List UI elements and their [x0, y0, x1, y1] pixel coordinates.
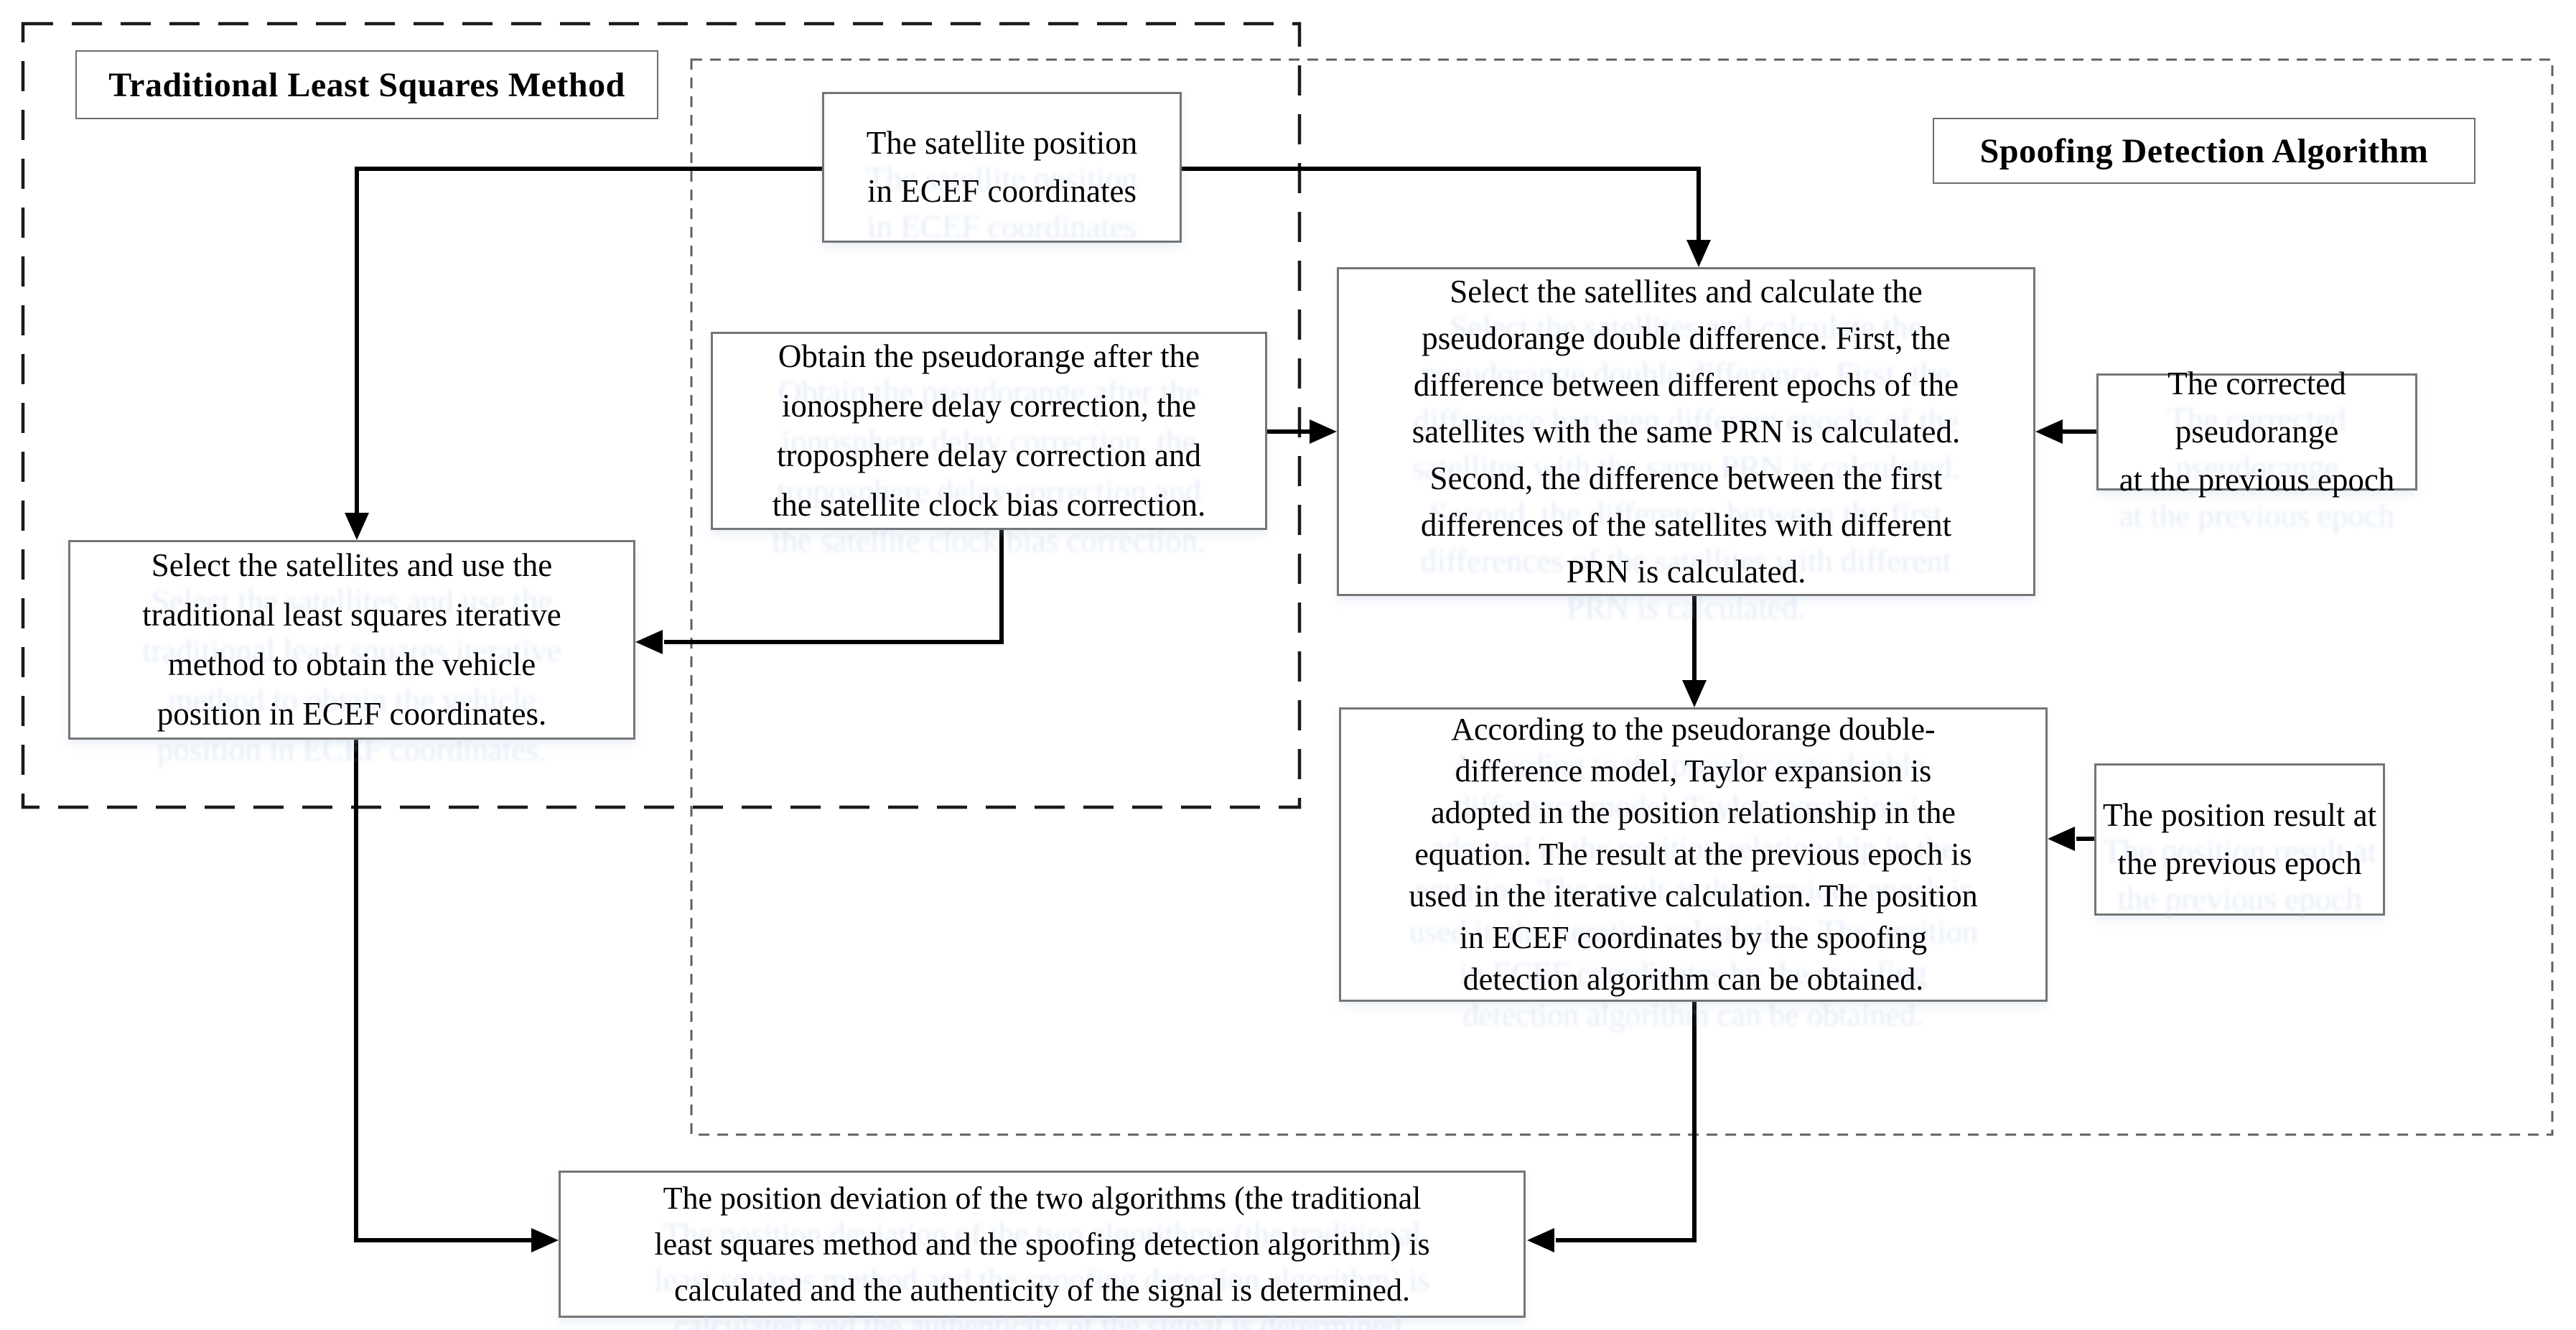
arrowhead-into-spoofposition-right	[2048, 827, 2075, 851]
spoof-group-label: Spoofing Detection Algorithm	[1933, 118, 2475, 184]
arrowhead-into-doubledifference-right	[2035, 419, 2063, 444]
arrowhead-into-deviation-right	[1527, 1228, 1554, 1252]
node-double-difference: Select the satellites and calculate the …	[1337, 267, 2035, 596]
tls-group-label: Traditional Least Squares Method	[75, 50, 658, 119]
connector-spoofposition-to-deviation	[1556, 1002, 1697, 1242]
node-satellite-position: The satellite position in ECEF coordinat…	[822, 92, 1182, 243]
arrowhead-into-tlsposition-right	[635, 630, 663, 654]
node-deviation-check-text: The position deviation of the two algori…	[654, 1180, 1430, 1308]
spoof-group-label-text: Spoofing Detection Algorithm	[1979, 131, 2429, 170]
node-spoof-position: According to the pseudorange double- dif…	[1339, 707, 2048, 1002]
node-previous-position: The position result at the previous epoc…	[2094, 763, 2385, 916]
node-previous-pseudorange: The corrected pseudorange at the previou…	[2096, 366, 2417, 498]
arrowhead-into-spoofposition-top	[1682, 680, 1707, 707]
node-double-difference-text: Select the satellites and calculate the …	[1411, 273, 1961, 590]
node-corrected-pseudorange-text: Obtain the pseudorange after the ionosph…	[772, 338, 1206, 523]
node-tls-position-text: Select the satellites and use the tradit…	[142, 547, 561, 732]
spoof-group-border	[690, 58, 2554, 1136]
node-spoof-position-text: According to the pseudorange double- dif…	[1409, 712, 1978, 997]
connector-satpos-to-tlsposition	[355, 167, 822, 514]
connector-tlsposition-to-deviation	[354, 740, 533, 1242]
node-corrected-pseudorange: Obtain the pseudorange after the ionosph…	[711, 332, 1267, 530]
tls-group-label-text: Traditional Least Squares Method	[108, 65, 625, 104]
arrowhead-into-deviation-left	[531, 1228, 559, 1252]
connector-pseudorange-to-tlsposition	[664, 530, 1004, 644]
node-previous-pseudorange-text: The corrected pseudorange at the previou…	[2119, 366, 2395, 498]
node-previous-position-text: The position result at the previous epoc…	[2102, 797, 2377, 881]
connector-satpos-to-doubledifference	[1182, 167, 1701, 241]
arrowhead-into-doubledifference-top	[1686, 240, 1711, 267]
node-deviation-check: The position deviation of the two algori…	[559, 1171, 1526, 1318]
node-satellite-position-text: The satellite position in ECEF coordinat…	[866, 125, 1138, 209]
tls-group-border	[21, 22, 1302, 809]
arrowhead-into-doubledifference-left	[1310, 419, 1337, 444]
arrowhead-into-tlsposition-top	[345, 513, 369, 540]
node-tls-position: Select the satellites and use the tradit…	[68, 540, 635, 740]
